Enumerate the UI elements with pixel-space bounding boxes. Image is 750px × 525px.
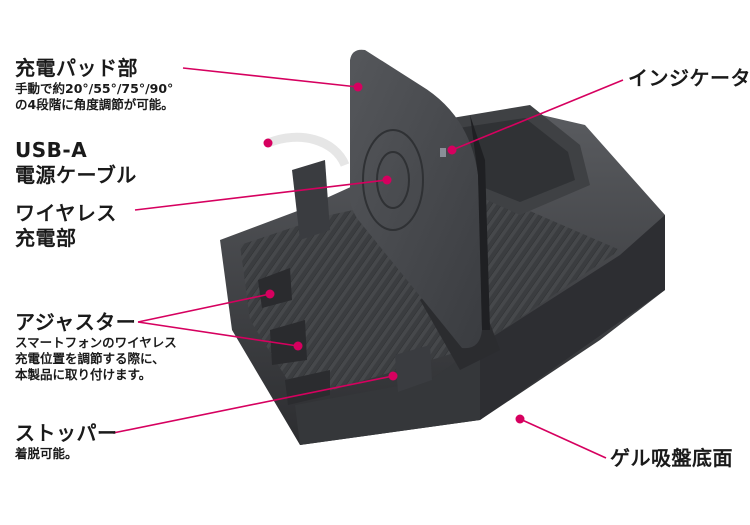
charging-pad — [350, 49, 482, 349]
callout-indicator: インジケータ — [628, 66, 750, 91]
charge-pad-desc-line2: の4段階に角度調節が可能。 — [15, 97, 174, 112]
callout-lines — [112, 67, 624, 459]
callout-gel-base: ゲル吸盤底面 — [610, 446, 733, 471]
usb-cable — [266, 132, 350, 168]
stopper-desc: 着脱可能。 — [15, 446, 78, 461]
adjuster-lower — [270, 320, 307, 365]
callout-stopper: ストッパー 着脱可能。 — [15, 421, 118, 462]
usb-cable-title-line2: 電源ケーブル — [15, 163, 137, 187]
adjuster-desc-line1: スマートフォンのワイヤレス — [15, 335, 177, 350]
cable-clip — [292, 160, 330, 240]
wireless-title-line1: ワイヤレス — [15, 201, 117, 225]
usb-cable-title-line1: USB-A — [15, 138, 88, 162]
callout-adjuster: アジャスター スマートフォンのワイヤレス 充電位置を調節する際に、 本製品に取り… — [15, 310, 177, 383]
stopper-part — [395, 345, 432, 392]
adjuster-title: アジャスター — [15, 310, 137, 334]
base-front-wall — [295, 345, 480, 445]
adjuster-upper — [258, 268, 292, 308]
callout-wireless: ワイヤレス 充電部 — [15, 201, 117, 251]
wireless-coil-inner — [376, 151, 410, 209]
indicator-led — [440, 148, 446, 157]
base-right-wall — [480, 215, 665, 420]
charging-pad-edge — [470, 115, 490, 330]
stopper-title: ストッパー — [15, 421, 118, 445]
wireless-title-line2: 充電部 — [15, 226, 77, 250]
adjuster-desc-line3: 本製品に取り付けます。 — [15, 367, 152, 382]
wireless-coil-outer — [362, 129, 424, 231]
charge-pad-desc-line1: 手動で約20°/55°/75°/90° — [15, 81, 174, 96]
gel-base-title: ゲル吸盤底面 — [610, 446, 733, 470]
callout-charge-pad: 充電パッド部 手動で約20°/55°/75°/90° の4段階に角度調節が可能。 — [15, 56, 174, 113]
callout-usb-cable: USB-A 電源ケーブル — [15, 138, 137, 188]
adjuster-desc-line2: 充電位置を調節する際に、 — [15, 351, 165, 366]
indicator-title: インジケータ — [628, 66, 750, 90]
charge-pad-title: 充電パッド部 — [15, 56, 138, 80]
